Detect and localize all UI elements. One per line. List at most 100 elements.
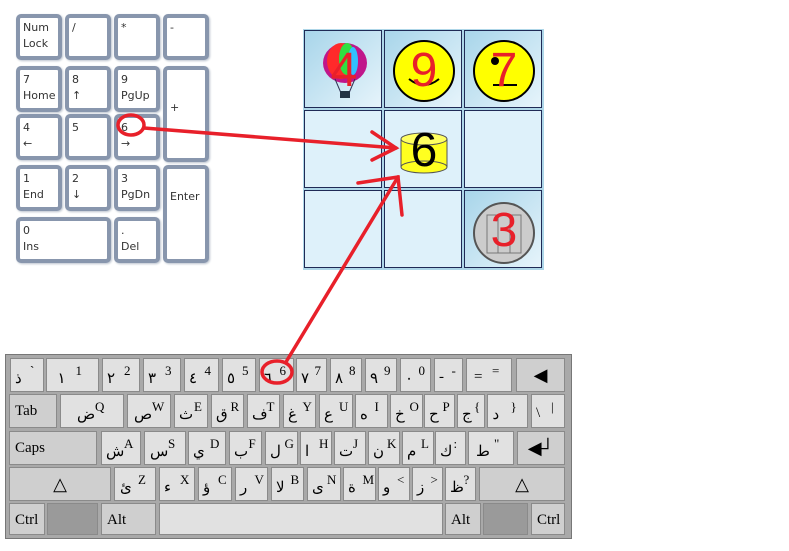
key-caps[interactable]: Caps bbox=[9, 431, 97, 465]
key-backspace[interactable]: ◀ bbox=[516, 358, 565, 392]
grid-cell[interactable] bbox=[304, 110, 382, 188]
grid-cell[interactable]: 6 bbox=[384, 110, 462, 188]
arabic-char: ض bbox=[77, 407, 96, 423]
numpad-key[interactable]: / bbox=[65, 14, 111, 60]
key-ctrl[interactable]: Ctrl bbox=[531, 503, 565, 535]
key-<[interactable]: و< bbox=[378, 467, 410, 501]
grid-cell[interactable]: 9 bbox=[384, 30, 462, 108]
grid-cell[interactable] bbox=[304, 190, 382, 268]
key->[interactable]: ز> bbox=[412, 467, 443, 501]
key-}[interactable]: د} bbox=[487, 394, 528, 428]
numpad-key-label: 9 bbox=[121, 73, 128, 86]
numpad-key[interactable]: Enter bbox=[163, 165, 209, 263]
key-"[interactable]: ط" bbox=[468, 431, 514, 465]
numpad-key[interactable]: 8↑ bbox=[65, 66, 111, 112]
arabic-char: و bbox=[383, 480, 391, 496]
key-{[interactable]: ج{ bbox=[457, 394, 485, 428]
key-tab[interactable]: Tab bbox=[9, 394, 57, 428]
arabic-char: ٩ bbox=[370, 371, 379, 387]
key-shift[interactable]: △ bbox=[9, 467, 111, 501]
numpad-key[interactable]: + bbox=[163, 66, 209, 162]
latin-char: T bbox=[266, 399, 275, 414]
grid-cell[interactable] bbox=[384, 190, 462, 268]
key--[interactable]: -- bbox=[434, 358, 463, 392]
grid-cell[interactable]: 7 bbox=[464, 30, 542, 108]
numpad-key[interactable]: 2↓ bbox=[65, 165, 111, 211]
key-shift[interactable]: △ bbox=[479, 467, 565, 501]
key-?[interactable]: ظ? bbox=[445, 467, 476, 501]
numpad-key[interactable]: 5 bbox=[65, 114, 111, 160]
key-space[interactable] bbox=[159, 503, 443, 535]
key-win[interactable] bbox=[483, 503, 528, 535]
key-=[interactable]: == bbox=[466, 358, 512, 392]
key-`[interactable]: ذ` bbox=[10, 358, 44, 392]
key-win[interactable] bbox=[47, 503, 98, 535]
arabic-char: لا bbox=[276, 480, 285, 496]
arabic-char: ى bbox=[312, 480, 324, 496]
arabic-char: ء bbox=[164, 480, 172, 496]
key-alt[interactable]: Alt bbox=[101, 503, 156, 535]
key-|[interactable]: \| bbox=[531, 394, 565, 428]
numpad-key[interactable]: * bbox=[114, 14, 160, 60]
arabic-char: ئ bbox=[120, 480, 132, 496]
latin-char: ? bbox=[463, 472, 470, 487]
key-alt[interactable]: Alt bbox=[445, 503, 481, 535]
numpad-key-label: Lock bbox=[23, 37, 49, 50]
numpad-key[interactable]: 4← bbox=[16, 114, 62, 160]
numpad-key[interactable]: - bbox=[163, 14, 209, 60]
numpad-key[interactable]: .Del bbox=[114, 217, 160, 263]
key-:[interactable]: ك: bbox=[435, 431, 466, 465]
arabic-char: ع bbox=[324, 407, 333, 423]
grid-cell[interactable] bbox=[464, 110, 542, 188]
numpad-key[interactable]: 6→ bbox=[114, 114, 160, 160]
key-enter[interactable]: ◀┘ bbox=[517, 431, 565, 465]
key-ctrl[interactable]: Ctrl bbox=[9, 503, 45, 535]
grid-cell[interactable]: 4 bbox=[304, 30, 382, 108]
numpad-key-label: / bbox=[72, 21, 76, 34]
grid-cell[interactable]: 3 bbox=[464, 190, 542, 268]
